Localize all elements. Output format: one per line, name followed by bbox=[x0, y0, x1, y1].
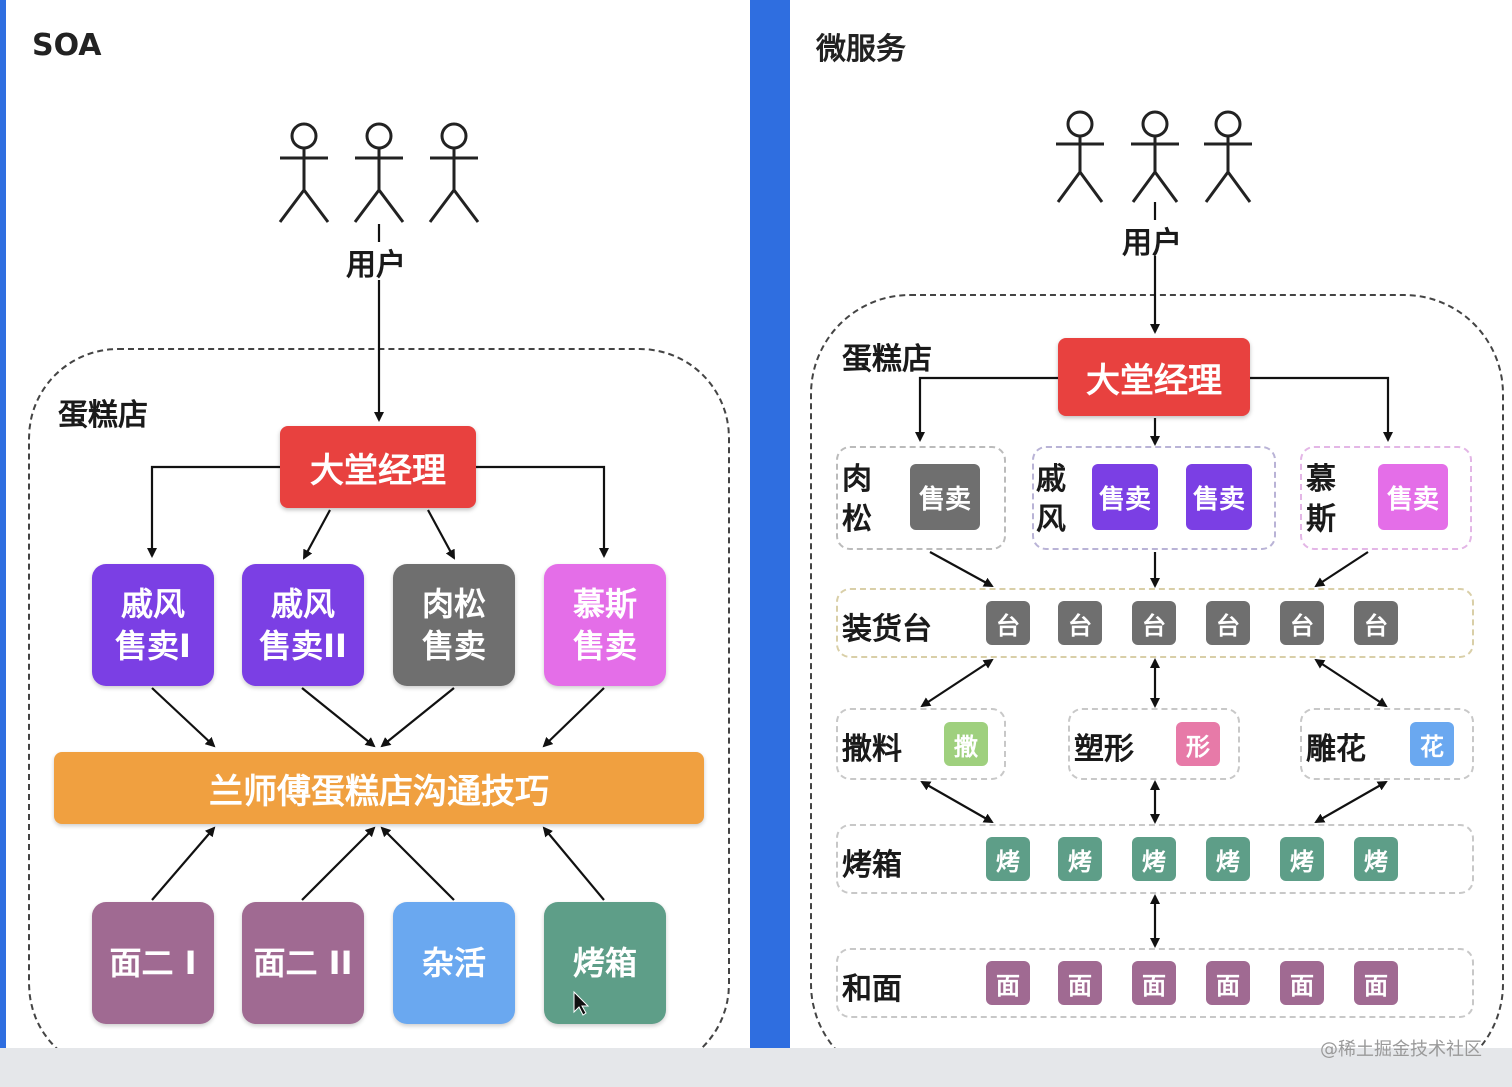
group-musi bbox=[1300, 446, 1472, 550]
micro-manager-box: 大堂经理 bbox=[1058, 338, 1250, 416]
soa-user-label: 用户 bbox=[342, 240, 410, 284]
dough-icon: 面 bbox=[986, 961, 1030, 1005]
center-divider-bar bbox=[750, 0, 790, 1087]
sell-service-icon: 售卖 bbox=[1378, 464, 1448, 530]
soa-title: SOA bbox=[32, 28, 102, 63]
sprinkle-icon: 撒 bbox=[944, 722, 988, 766]
loading-dock-icon: 台 bbox=[1354, 601, 1398, 645]
mouse-cursor-icon bbox=[573, 990, 590, 1016]
bottom-strip bbox=[0, 1048, 1512, 1087]
oven-row bbox=[836, 824, 1474, 894]
soa-communication-bus: 兰师傅蛋糕店沟通技巧 bbox=[54, 752, 704, 824]
dough-icon: 面 bbox=[1354, 961, 1398, 1005]
stick-figure-icon bbox=[278, 122, 330, 223]
shaping-icon: 形 bbox=[1176, 722, 1220, 766]
soa-service-box: 慕斯 售卖 bbox=[544, 564, 666, 686]
group-qifeng-label: 戚 风 bbox=[1036, 462, 1066, 537]
watermark-text: @稀土掘金技术社区 bbox=[1320, 1039, 1482, 1060]
loading-dock-icon: 台 bbox=[1280, 601, 1324, 645]
micro-title: 微服务 bbox=[816, 32, 906, 67]
soa-cake-shop-label: 蛋糕店 bbox=[58, 398, 148, 433]
sprinkle-label: 撒料 bbox=[842, 732, 902, 767]
sell-service-icon: 售卖 bbox=[1186, 464, 1252, 530]
soa-worker-box: 杂活 bbox=[393, 902, 515, 1024]
soa-service-box: 戚风 售卖II bbox=[242, 564, 364, 686]
dough-icon: 面 bbox=[1206, 961, 1250, 1005]
loading-dock-label: 装货台 bbox=[842, 612, 932, 647]
oven-icon: 烤 bbox=[1058, 837, 1102, 881]
dough-icon: 面 bbox=[1280, 961, 1324, 1005]
oven-icon: 烤 bbox=[1132, 837, 1176, 881]
soa-manager-box: 大堂经理 bbox=[280, 426, 476, 508]
loading-dock-icon: 台 bbox=[986, 601, 1030, 645]
stick-figure-icon bbox=[1131, 110, 1179, 203]
oven-icon: 烤 bbox=[1280, 837, 1324, 881]
sell-service-icon: 售卖 bbox=[910, 464, 980, 530]
oven-icon: 烤 bbox=[1354, 837, 1398, 881]
left-edge-bar bbox=[0, 0, 6, 1087]
soa-worker-box: 烤箱 bbox=[544, 902, 666, 1024]
soa-worker-box: 面二 I bbox=[92, 902, 214, 1024]
stick-figure-icon bbox=[428, 122, 480, 223]
group-qifeng bbox=[1032, 446, 1276, 550]
oven-label: 烤箱 bbox=[842, 848, 902, 883]
carving-icon: 花 bbox=[1410, 722, 1454, 766]
group-rousong-label: 肉 松 bbox=[842, 462, 872, 537]
micro-cake-shop-label: 蛋糕店 bbox=[842, 342, 932, 377]
sell-service-icon: 售卖 bbox=[1092, 464, 1158, 530]
stick-figure-icon bbox=[1056, 110, 1104, 203]
oven-icon: 烤 bbox=[986, 837, 1030, 881]
stick-figure-icon bbox=[1204, 110, 1252, 203]
group-rousong bbox=[836, 446, 1006, 550]
loading-dock-icon: 台 bbox=[1058, 601, 1102, 645]
dough-row bbox=[836, 948, 1474, 1018]
carving-group bbox=[1300, 708, 1474, 780]
sprinkle-group bbox=[836, 708, 1006, 780]
dough-label: 和面 bbox=[842, 972, 902, 1007]
dough-icon: 面 bbox=[1132, 961, 1176, 1005]
micro-user-label: 用户 bbox=[1118, 218, 1186, 262]
soa-service-box: 戚风 售卖I bbox=[92, 564, 214, 686]
loading-dock-row bbox=[836, 588, 1474, 658]
carving-label: 雕花 bbox=[1306, 732, 1366, 767]
soa-worker-box: 面二 II bbox=[242, 902, 364, 1024]
loading-dock-icon: 台 bbox=[1206, 601, 1250, 645]
dough-icon: 面 bbox=[1058, 961, 1102, 1005]
shaping-label: 塑形 bbox=[1074, 732, 1134, 767]
soa-service-box: 肉松 售卖 bbox=[393, 564, 515, 686]
oven-icon: 烤 bbox=[1206, 837, 1250, 881]
group-musi-label: 慕 斯 bbox=[1306, 462, 1336, 537]
loading-dock-icon: 台 bbox=[1132, 601, 1176, 645]
stick-figure-icon bbox=[353, 122, 405, 223]
shaping-group bbox=[1068, 708, 1240, 780]
